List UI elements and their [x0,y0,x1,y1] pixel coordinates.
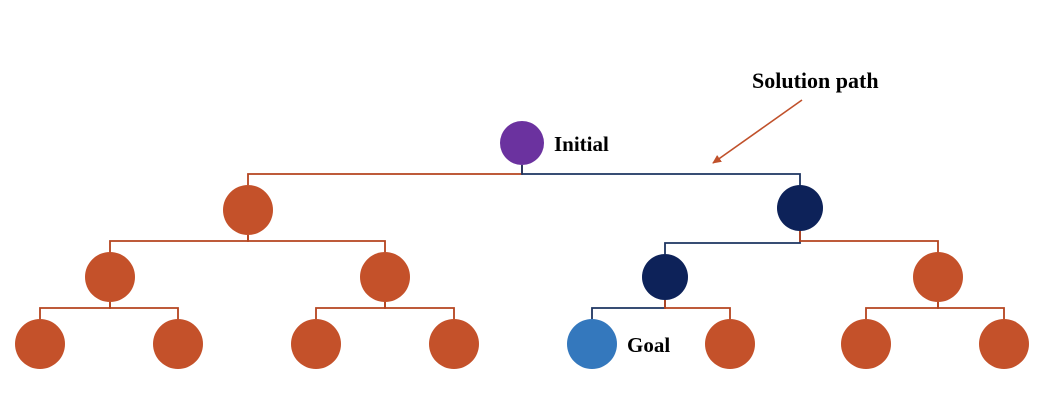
tree-node-n3-e[interactable] [567,319,617,369]
tree-edge [315,302,386,319]
tree-edge [247,165,523,185]
solution-path-label: Solution path [752,68,879,93]
tree-node-n2-c[interactable] [642,254,688,300]
tree-node-n2-a[interactable] [85,252,135,302]
tree-edge [109,302,179,319]
tree-node-n3-f[interactable] [705,319,755,369]
tree-edge [109,235,249,252]
tree-node-n3-b[interactable] [153,319,203,369]
tree-edge-solution [664,231,801,254]
tree-node-n3-g[interactable] [841,319,891,369]
tree-node-n3-a[interactable] [15,319,65,369]
tree-node-n3-c[interactable] [291,319,341,369]
tree-edge [247,235,386,252]
tree-edge [39,302,111,319]
tree-node-label-root: Initial [554,132,609,156]
tree-node-n1-right[interactable] [777,185,823,231]
solution-path-annotation: Solution path [712,68,879,164]
tree-edge [384,302,455,319]
tree-node-n1-left[interactable] [223,185,273,235]
tree-node-n2-b[interactable] [360,252,410,302]
tree-node-label-n3-e: Goal [627,333,670,357]
tree-edge-solution [521,165,801,185]
tree-edge [664,300,731,319]
tree-node-root[interactable] [500,121,544,165]
tree-node-n3-h[interactable] [979,319,1029,369]
tree-node-n2-d[interactable] [913,252,963,302]
tree-edge-solution [591,300,666,319]
tree-edge [865,302,939,319]
tree-edge [937,302,1005,319]
solution-path-arrow [712,99,803,164]
tree-edges [39,165,1005,319]
tree-node-n3-d[interactable] [429,319,479,369]
tree-edge [799,231,939,252]
